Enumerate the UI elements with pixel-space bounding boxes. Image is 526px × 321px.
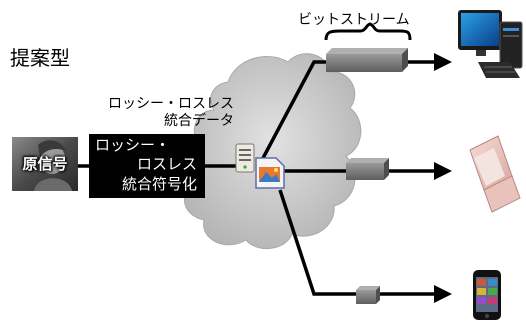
encoder-label-line1: ロッシー・: [95, 136, 171, 154]
page-title: 提案型: [10, 46, 70, 70]
source-photo-image: [12, 137, 78, 191]
arrow-to-desktop: [434, 53, 452, 71]
smartphone-icon: [473, 270, 501, 320]
bitstream-bar-large: [326, 48, 408, 72]
bitstream-label: ビットストリーム: [298, 12, 410, 28]
laptop-icon: [469, 135, 521, 213]
merged-data-label-line2: 統合データ: [164, 113, 234, 129]
encoder-label-line2: ロスレス: [136, 155, 197, 173]
merged-data-label: ロッシー・ロスレス 統合データ: [108, 96, 234, 130]
line-to-phone: [278, 189, 438, 296]
merged-data-label-line1: ロッシー・ロスレス: [108, 96, 234, 112]
bitstream-brace: [324, 22, 412, 41]
source-signal-label: 原信号: [22, 155, 68, 173]
arrow-to-phone: [434, 285, 452, 303]
bitstream-bar-medium: [346, 158, 389, 180]
source-photo: 原信号: [12, 137, 78, 191]
encoder-label-line3: 統合符号化: [121, 175, 197, 193]
image-file-icon: [255, 157, 285, 189]
arrow-to-laptop: [434, 162, 452, 180]
bitstream-bar-small: [356, 286, 380, 304]
server-icon: [235, 143, 255, 173]
encoder-box: ロッシー・ ロスレス 統合符号化: [89, 134, 205, 198]
desktop-pc-icon: [458, 10, 523, 78]
network-cloud: [182, 53, 362, 249]
